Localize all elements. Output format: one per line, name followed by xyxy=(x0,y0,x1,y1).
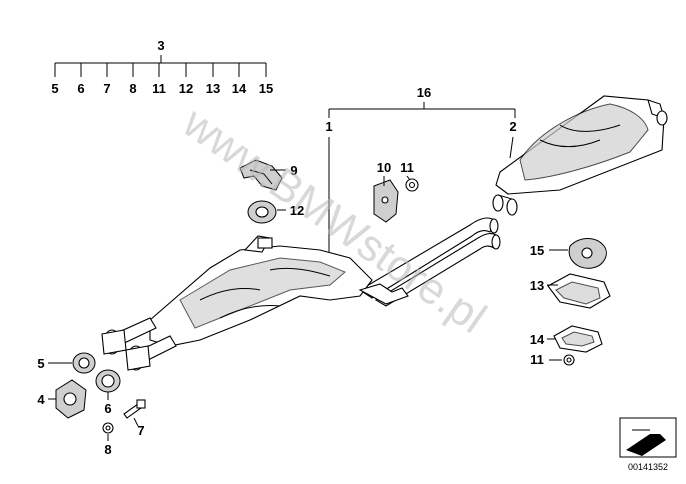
nut-8 xyxy=(102,422,114,434)
callout-12: 12 xyxy=(290,203,304,218)
group-item-label: 12 xyxy=(179,81,193,96)
group-item-label: 13 xyxy=(206,81,220,96)
clamp-ring-6 xyxy=(95,369,121,393)
callout-7: 7 xyxy=(137,423,144,438)
clamp-14 xyxy=(553,325,603,353)
arrow-icon xyxy=(626,434,666,456)
callout-5: 5 xyxy=(37,356,44,371)
hanger-clamp-9 xyxy=(239,159,283,191)
callout-4: 4 xyxy=(37,392,45,407)
callout-8: 8 xyxy=(104,442,111,457)
bracket-10 xyxy=(373,179,399,223)
intermediate-pipes xyxy=(358,217,501,307)
front-silencer-assembly xyxy=(101,235,409,371)
rubber-ring-15 xyxy=(568,238,607,269)
gasket-ring-5 xyxy=(72,352,96,374)
assembly-header-label: 16 xyxy=(417,85,431,100)
callout-14: 14 xyxy=(530,332,545,347)
callout-11a: 11 xyxy=(400,160,414,175)
rear-muffler xyxy=(492,95,668,216)
group-item-label: 5 xyxy=(51,81,58,96)
bolt-7 xyxy=(123,399,146,419)
rubber-mount-12 xyxy=(247,200,277,224)
group-item-label: 14 xyxy=(232,81,247,96)
callout-13: 13 xyxy=(530,278,544,293)
group-item-label: 7 xyxy=(103,81,110,96)
callout-10: 10 xyxy=(377,160,391,175)
group-item-label: 11 xyxy=(152,81,166,96)
nut-11-lower xyxy=(563,354,575,366)
clamp-13 xyxy=(547,273,611,309)
group-item-label: 15 xyxy=(259,81,273,96)
group-item-label: 8 xyxy=(129,81,136,96)
group-item-label: 6 xyxy=(77,81,84,96)
muffler-label: 2 xyxy=(509,119,516,134)
callout-11b: 11 xyxy=(530,352,544,367)
nut-11-upper xyxy=(405,178,419,192)
flange-gasket-4 xyxy=(55,379,87,419)
callout-15: 15 xyxy=(530,243,544,258)
callout-6: 6 xyxy=(104,401,111,416)
group-item-ticks xyxy=(54,63,267,77)
group-header-label: 3 xyxy=(157,38,164,53)
callout-9: 9 xyxy=(290,163,297,178)
drawing-number: 00141352 xyxy=(628,462,668,472)
pipe-label: 1 xyxy=(325,119,332,134)
reference-box xyxy=(619,417,677,458)
